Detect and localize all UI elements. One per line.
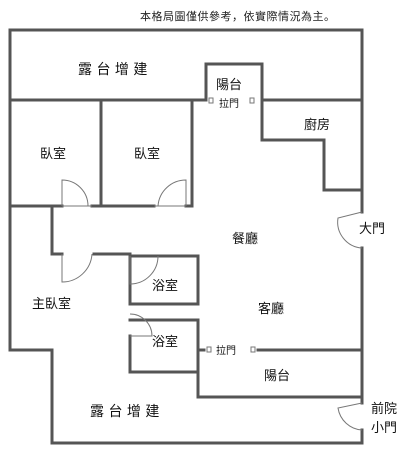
room-labels: 露 台 增 建 陽台 拉門 廚房 臥室 臥室 餐廳 大門 浴室 主臥室 客廳 浴…	[32, 62, 397, 436]
label-living: 客廳	[258, 301, 284, 317]
label-balcony-bottom: 陽台	[264, 369, 290, 384]
door-main	[337, 211, 363, 249]
label-terrace-top: 露 台 增 建	[78, 62, 147, 78]
walls	[8, 28, 364, 445]
label-dining: 餐廳	[232, 231, 258, 247]
door-bath2	[129, 313, 153, 337]
label-master-bedroom: 主臥室	[32, 296, 71, 312]
label-main-door: 大門	[359, 222, 385, 237]
label-bath-2: 浴室	[152, 334, 178, 350]
label-bedroom-2: 臥室	[134, 146, 160, 162]
door-master	[61, 253, 93, 283]
label-sliding-door-bottom: 拉門	[216, 344, 236, 357]
door-bath1	[129, 255, 159, 285]
label-balcony-top: 陽台	[216, 78, 242, 93]
doors	[61, 97, 363, 431]
label-kitchen: 廚房	[304, 117, 330, 133]
label-front-gate-line1: 前院	[371, 401, 397, 417]
label-sliding-door-top: 拉門	[219, 97, 239, 110]
door-front-gate	[337, 402, 363, 431]
door-bedroom1	[61, 179, 89, 207]
door-bedroom2	[157, 179, 187, 207]
label-bath-1: 浴室	[152, 278, 178, 294]
label-bedroom-1: 臥室	[40, 146, 66, 162]
label-terrace-bottom: 露 台 增 建	[90, 404, 159, 420]
label-front-gate-line2: 小門	[371, 421, 397, 436]
disclaimer-note: 本格局圖僅供參考，依實際情況為主。	[140, 10, 336, 23]
